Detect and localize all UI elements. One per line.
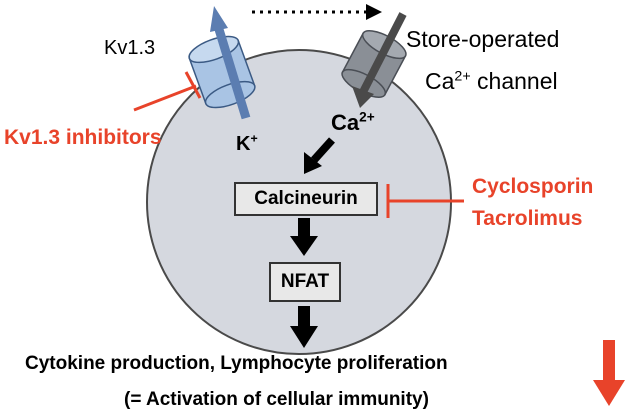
coupling-dotted-arrow bbox=[252, 4, 382, 20]
store-operated-channel-word: channel bbox=[470, 68, 558, 94]
store-operated-label-line1: Store-operated bbox=[406, 26, 560, 52]
calcium-symbol: Ca bbox=[331, 110, 360, 135]
cyclosporin-label: Cyclosporin bbox=[472, 175, 594, 198]
store-operated-label-line2: Ca2+ channel bbox=[425, 68, 558, 94]
outcome-line2: (= Activation of cellular immunity) bbox=[124, 389, 429, 410]
store-operated-ca-charge: 2+ bbox=[454, 68, 471, 85]
potassium-symbol: K bbox=[236, 133, 251, 155]
calcineurin-to-nfat-arrow bbox=[290, 218, 318, 256]
outcome-line1: Cytokine production, Lymphocyte prolifer… bbox=[25, 353, 448, 374]
kv13-inhibitors-label: Kv1.3 inhibitors bbox=[4, 126, 162, 149]
calcium-ion-label: Ca2+ bbox=[331, 109, 375, 135]
store-operated-ca-symbol: Ca bbox=[425, 68, 455, 94]
calcium-charge: 2+ bbox=[359, 109, 375, 125]
nfat-to-outcome-arrow bbox=[290, 306, 318, 348]
calcineurin-inhibition-bar bbox=[386, 184, 464, 218]
tacrolimus-label: Tacrolimus bbox=[472, 207, 583, 230]
ca-to-calcineurin-arrow bbox=[304, 137, 335, 174]
k-efflux-arrow bbox=[210, 6, 251, 120]
calcineurin-box: Calcineurin bbox=[234, 182, 378, 216]
ca-influx-arrow bbox=[352, 12, 407, 108]
kv13-label: Kv1.3 bbox=[104, 37, 156, 59]
kv13-inhibition-bar bbox=[133, 71, 202, 112]
potassium-charge: + bbox=[250, 131, 258, 146]
decrease-arrow bbox=[593, 340, 625, 406]
nfat-box: NFAT bbox=[269, 262, 341, 302]
potassium-ion-label: K+ bbox=[236, 131, 258, 155]
